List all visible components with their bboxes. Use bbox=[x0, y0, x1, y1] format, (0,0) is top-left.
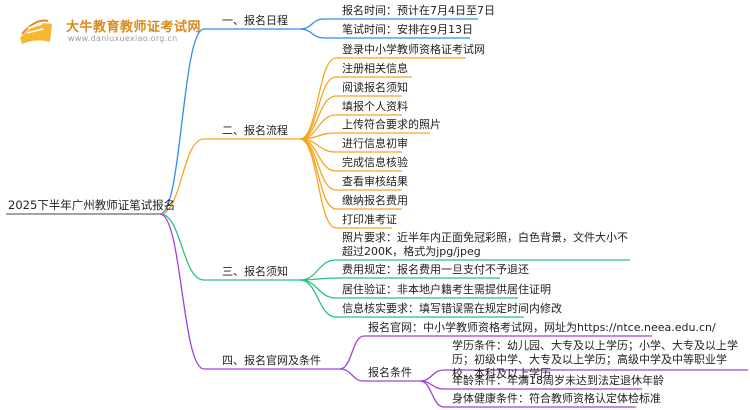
process-step: 进行信息初审 bbox=[342, 137, 408, 150]
process-step: 查看审核结果 bbox=[342, 175, 408, 188]
schedule-item: 报名时间：预计在7月4日至7日 bbox=[342, 4, 495, 17]
book-logo-icon bbox=[20, 19, 52, 44]
branch-process-label: 二、报名流程 bbox=[222, 124, 288, 137]
process-step: 上传符合要求的照片 bbox=[342, 118, 441, 131]
brand-url: www.daniuxuexiao.org.cn bbox=[68, 34, 178, 43]
condition-item-age: 年龄条件：年满18周岁未达到法定退休年龄 bbox=[452, 374, 664, 387]
schedule-item: 笔试时间：安排在9月13日 bbox=[342, 23, 473, 36]
notes-item: 信息核实要求：填写错误需在规定时间内修改 bbox=[342, 302, 562, 315]
condition-item-education: 学历条件：幼儿园、大专及以上学历；小学、大专及以上学历；初级中学、大专及以上学历… bbox=[452, 339, 738, 380]
branch-schedule-label: 一、报名日程 bbox=[222, 14, 288, 27]
notes-item: 居住验证：非本地户籍考生需提供居住证明 bbox=[342, 283, 551, 296]
process-step: 登录中小学教师资格证考试网 bbox=[342, 43, 485, 56]
condition-item-health: 身体健康条件：符合教师资格认定体检标准 bbox=[452, 392, 661, 405]
process-step: 打印准考证 bbox=[342, 213, 397, 226]
brand-title: 大牛教育教师证考试网 bbox=[66, 20, 202, 35]
conditions-label: 报名条件 bbox=[368, 366, 412, 379]
process-step: 阅读报名须知 bbox=[342, 81, 408, 94]
notes-item-photo: 照片要求：近半年内正面免冠彩照，白色背景，文件大小不超过200K，格式为jpg/… bbox=[342, 231, 628, 258]
process-step: 注册相关信息 bbox=[342, 62, 408, 75]
branch-notes-label: 三、报名须知 bbox=[222, 265, 288, 278]
official-site-item: 报名官网：中小学教师资格考试网，网址为https://ntce.neea.edu… bbox=[368, 321, 716, 334]
process-step: 缴纳报名费用 bbox=[342, 194, 408, 207]
notes-item: 费用规定：报名费用一旦支付不予退还 bbox=[342, 263, 529, 276]
brand-logo: 大牛教育教师证考试网 www.daniuxuexiao.org.cn bbox=[14, 12, 201, 48]
branch-site-conditions-label: 四、报名官网及条件 bbox=[222, 354, 321, 367]
mindmap-root: 2025下半年广州教师证笔试报名 bbox=[8, 198, 176, 212]
process-step: 完成信息核验 bbox=[342, 156, 408, 169]
process-step: 填报个人资料 bbox=[342, 100, 408, 113]
